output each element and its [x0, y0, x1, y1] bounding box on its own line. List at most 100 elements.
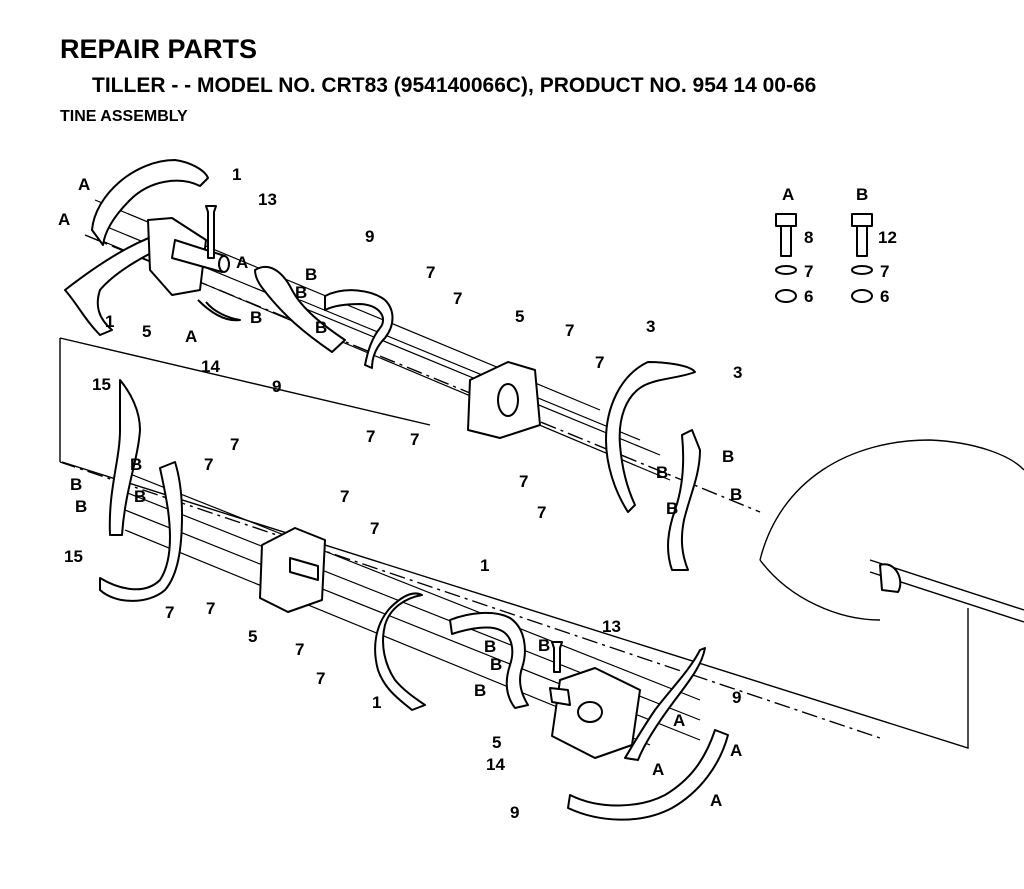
callout-7: 7 — [595, 353, 604, 372]
transmission-housing — [759, 439, 1024, 623]
callout-b: B — [722, 447, 734, 466]
legend-col-b-nut: 6 — [880, 287, 889, 306]
callout-5: 5 — [492, 733, 501, 752]
callout-7: 7 — [230, 435, 239, 454]
callout-b: B — [75, 497, 87, 516]
section-heading: TINE ASSEMBLY — [60, 108, 188, 125]
hardware-legend: A 8 7 6 B 12 7 6 — [775, 185, 897, 306]
tine-pair-right — [324, 289, 394, 369]
page-title: REPAIR PARTS — [60, 34, 258, 64]
lower-hub-tube — [289, 557, 319, 581]
callout-1: 1 — [232, 165, 241, 184]
shaft-center-lines — [59, 234, 881, 739]
callout-14: 14 — [201, 357, 220, 376]
callout-7: 7 — [165, 603, 174, 622]
tine-lower — [64, 231, 169, 336]
tine-hook-lower — [99, 461, 183, 602]
callout-7: 7 — [565, 321, 574, 340]
callout-b: B — [656, 463, 668, 482]
end-tine-lower — [567, 729, 729, 821]
tine-vertical-left — [108, 379, 141, 536]
hairpin-clip — [197, 299, 241, 322]
tine-curved-center — [374, 592, 426, 711]
end-clevis-pin — [551, 641, 563, 673]
nut-a-icon — [775, 289, 797, 303]
callout-b: B — [666, 499, 678, 518]
lower-left-tine-assembly — [99, 379, 326, 613]
callout-b: B — [305, 265, 317, 284]
callout-a: A — [185, 327, 197, 346]
upper-middle-tine-assembly — [254, 265, 541, 439]
callout-b: B — [484, 637, 496, 656]
callout-b: B — [295, 283, 307, 302]
callout-7: 7 — [537, 503, 546, 522]
callout-13: 13 — [602, 617, 621, 636]
callout-9: 9 — [510, 803, 519, 822]
assembly-plane-outline — [59, 337, 969, 749]
callout-1: 1 — [372, 693, 381, 712]
callout-5: 5 — [142, 322, 151, 341]
callout-7: 7 — [370, 519, 379, 538]
callout-a: A — [236, 253, 248, 272]
callout-b: B — [538, 636, 550, 655]
long-tine-front — [605, 361, 696, 513]
callout-1: 1 — [480, 556, 489, 575]
callout-b: B — [134, 487, 146, 506]
callout-7: 7 — [519, 472, 528, 491]
callout-14: 14 — [486, 755, 505, 774]
callout-7: 7 — [204, 455, 213, 474]
callout-7: 7 — [366, 427, 375, 446]
tine-pair-left — [254, 265, 346, 353]
callout-7: 7 — [410, 430, 419, 449]
clevis-pin — [205, 205, 217, 259]
callout-15: 15 — [92, 375, 111, 394]
callout-9: 9 — [365, 227, 374, 246]
callout-3: 3 — [733, 363, 742, 382]
bolt-b-icon — [851, 213, 873, 257]
tine-upper — [91, 159, 209, 246]
callout-13: 13 — [258, 190, 277, 209]
callout-labels: 1 13 A A A 9 B B B B 7 7 5 7 7 3 3 1 5 A… — [58, 165, 742, 822]
callout-1: 1 — [105, 312, 114, 331]
lock-washer-b-icon — [851, 265, 873, 275]
callout-a: A — [673, 711, 685, 730]
callout-b: B — [130, 455, 142, 474]
callout-9: 9 — [732, 688, 741, 707]
callout-b: B — [70, 475, 82, 494]
callout-b: B — [730, 485, 742, 504]
legend-col-a-washer: 7 — [804, 262, 813, 281]
callout-a: A — [730, 741, 742, 760]
nut-b-icon — [851, 289, 873, 303]
callout-7: 7 — [340, 487, 349, 506]
callout-a: A — [652, 760, 664, 779]
lower-right-tine-assembly — [374, 592, 729, 821]
callout-3: 3 — [646, 317, 655, 336]
end-hub-tube — [549, 687, 571, 706]
legend-col-a-label: A — [782, 185, 794, 204]
end-flange-hole — [577, 701, 603, 723]
callout-a: A — [58, 210, 70, 229]
model-subtitle: TILLER - - MODEL NO. CRT83 (954140066C),… — [92, 74, 817, 97]
callout-5: 5 — [515, 307, 524, 326]
callout-a: A — [710, 791, 722, 810]
callout-b: B — [490, 655, 502, 674]
callout-7: 7 — [426, 263, 435, 282]
legend-col-a-nut: 6 — [804, 287, 813, 306]
callout-5: 5 — [248, 627, 257, 646]
callout-a: A — [78, 175, 90, 194]
axle-end — [879, 563, 902, 593]
end-tine-upper — [624, 647, 706, 761]
callout-b: B — [250, 308, 262, 327]
lock-washer-a-icon — [775, 265, 797, 275]
hub-tube-end — [218, 255, 230, 273]
callout-b: B — [315, 318, 327, 337]
callout-9: 9 — [272, 377, 281, 396]
callout-b: B — [474, 681, 486, 700]
callout-7: 7 — [316, 669, 325, 688]
upper-left-tine-assembly — [64, 159, 241, 336]
tine-curved-right — [449, 612, 529, 709]
legend-col-b-label: B — [856, 185, 868, 204]
upper-right-tine-pair — [605, 361, 701, 571]
